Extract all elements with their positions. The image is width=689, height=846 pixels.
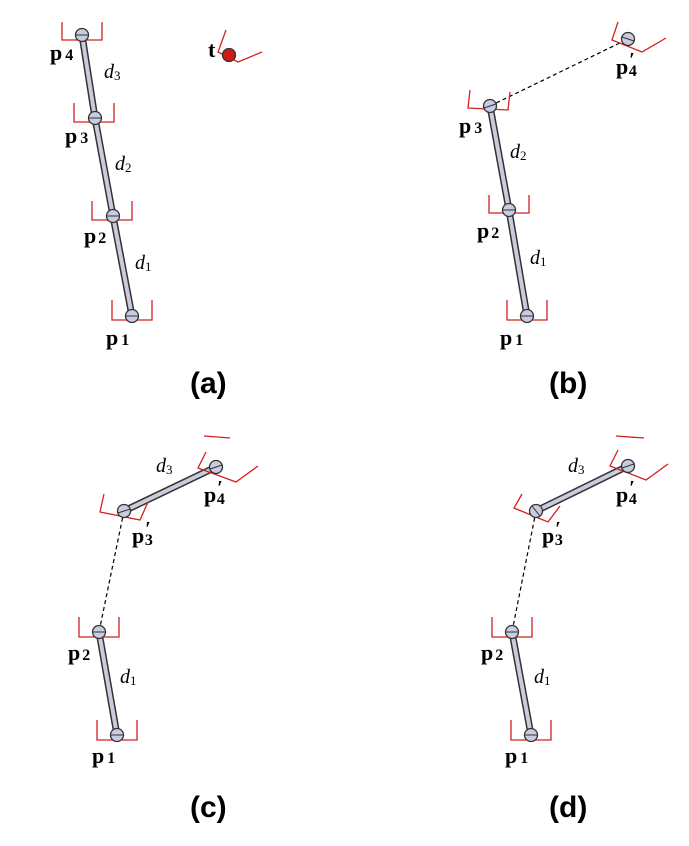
label-d1-a: d1 xyxy=(135,252,152,274)
label-d1-d: d1 xyxy=(534,666,551,688)
target-label: t xyxy=(208,37,216,62)
label-d3-c: d3 xyxy=(156,455,173,477)
panel-label-a: (a) xyxy=(190,367,227,400)
link-d2-b xyxy=(486,102,513,214)
link-d2-a xyxy=(91,114,117,220)
label-p4prime-d: p′4 xyxy=(616,477,637,508)
link-d1-d xyxy=(508,628,535,739)
label-d3-d: d3 xyxy=(568,455,585,477)
label-p4prime-b: p′4 xyxy=(616,49,637,80)
label-p4prime-c: p′4 xyxy=(204,477,225,508)
label-d1-c: d1 xyxy=(120,666,137,688)
link-d3-a xyxy=(78,31,99,122)
constraint-brackets-d xyxy=(491,435,669,741)
dashed-link-d xyxy=(511,510,537,633)
link-d1-b xyxy=(505,206,531,320)
label-d1-b: d1 xyxy=(530,247,547,269)
label-p3prime-d: p′3 xyxy=(542,518,563,549)
dashed-link-b xyxy=(489,38,629,107)
label-d3-a: d3 xyxy=(104,61,121,83)
link-d1-a xyxy=(109,212,136,320)
label-d2-b: d2 xyxy=(510,141,527,163)
constraint-brackets-a xyxy=(61,22,263,321)
panel-label-d: (d) xyxy=(549,791,587,824)
panel-label-b: (b) xyxy=(549,367,587,400)
link-d1-c xyxy=(95,628,121,739)
constraint-brackets-c xyxy=(78,435,259,741)
target-dot xyxy=(221,47,237,63)
dashed-link-c xyxy=(98,510,125,633)
link-d3-d xyxy=(532,462,632,515)
label-p3prime-c: p′3 xyxy=(132,518,153,549)
panel-label-c: (c) xyxy=(190,791,227,824)
link-d3-c xyxy=(120,463,220,515)
label-d2-a: d2 xyxy=(115,153,132,175)
